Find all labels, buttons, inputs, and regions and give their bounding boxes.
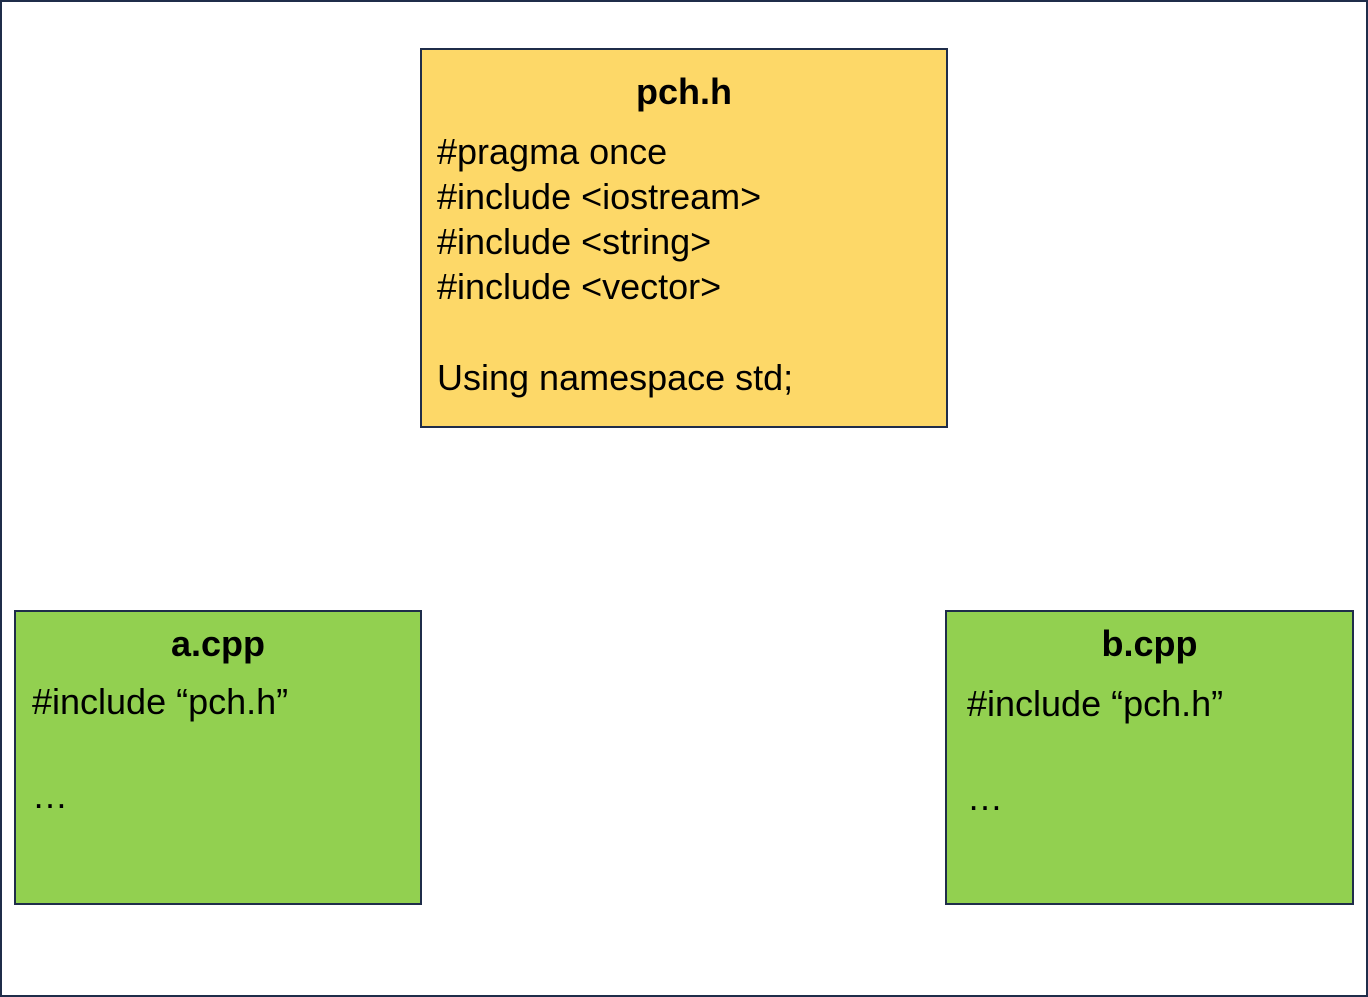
code-line-include-vector: #include <vector> — [437, 266, 722, 307]
header-file-box: pch.h #pragma once #include <iostream> #… — [420, 48, 948, 428]
header-file-title: pch.h — [636, 71, 732, 112]
source-file-box-a: a.cpp #include “pch.h” … — [14, 610, 422, 905]
source-file-box-b: b.cpp #include “pch.h” … — [945, 610, 1354, 905]
code-line-ellipsis-b: … — [967, 777, 1003, 818]
source-file-title-a: a.cpp — [170, 623, 266, 664]
code-line-pragma: #pragma once — [437, 131, 668, 172]
code-line-include-pch-a: #include “pch.h” — [32, 681, 289, 722]
code-line-ellipsis-a: … — [32, 775, 68, 816]
code-line-using-namespace: Using namespace std; — [437, 357, 794, 398]
source-file-title-b: b.cpp — [1101, 623, 1198, 664]
code-line-include-pch-b: #include “pch.h” — [967, 683, 1224, 724]
code-line-include-string: #include <string> — [437, 221, 712, 262]
code-line-include-iostream: #include <iostream> — [437, 176, 762, 217]
